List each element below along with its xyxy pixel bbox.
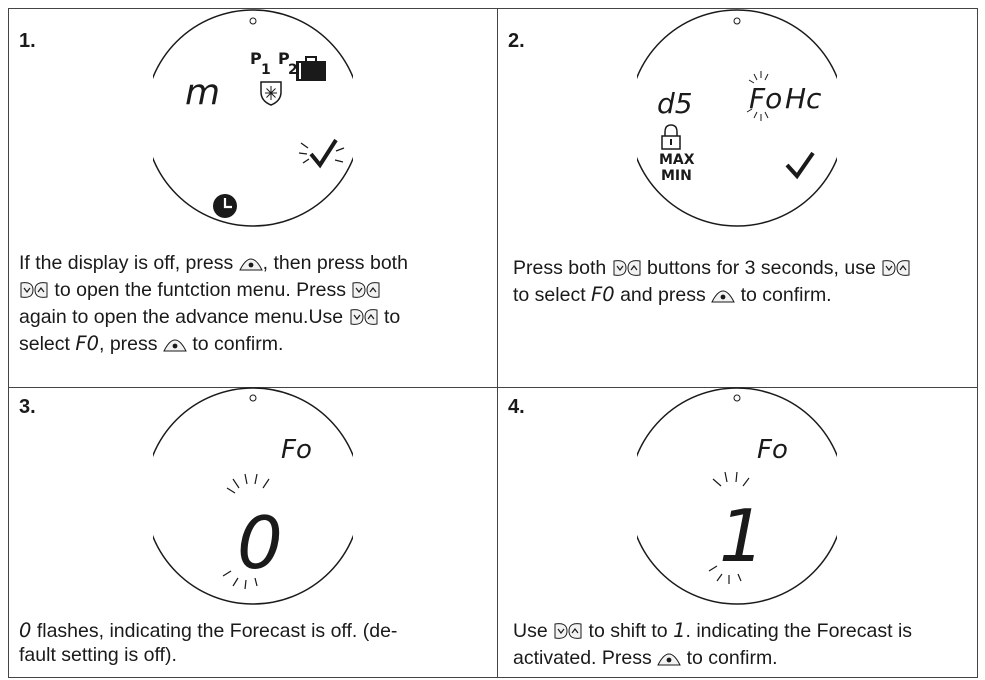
ok-button-icon	[163, 335, 187, 359]
thermostat-display: m P 1 P 2	[144, 8, 362, 235]
mode-segment-text: m	[185, 72, 220, 113]
forecast-code-text: Fo	[757, 435, 788, 465]
grid-divider-vertical	[497, 8, 498, 678]
grid-divider-horizontal	[8, 387, 978, 388]
f0-segment-glyph: F0	[75, 332, 99, 355]
program-p2: P	[278, 49, 290, 68]
down-up-buttons-icon	[553, 622, 583, 646]
program-p1-sub: 1	[261, 62, 271, 78]
instruction-grid	[8, 8, 978, 678]
flash-rays-icon	[746, 71, 769, 121]
step-4-cell: 4. Fo 1 Use to shift to 1. indicating th…	[497, 387, 978, 678]
down-up-buttons-icon	[612, 259, 642, 283]
program-p2-sub: 2	[288, 62, 298, 78]
zero-segment-glyph: 0	[19, 619, 32, 642]
step-number: 2.	[508, 30, 525, 52]
menu-fo-text: Fo	[749, 82, 782, 115]
thermostat-display: Fo 1	[628, 386, 846, 613]
down-up-buttons-icon	[349, 308, 379, 332]
thermostat-display: d5 Fo Hc MAX MIN	[628, 8, 846, 235]
text-line: again to open the advance menu.Use to	[19, 305, 489, 332]
text-line: to open the funtction menu. Press	[19, 278, 489, 305]
max-label: MAX	[659, 152, 695, 168]
step-3-text: 0 flashes, indicating the Forecast is of…	[19, 619, 489, 667]
down-up-buttons-icon	[19, 281, 49, 305]
step-3-cell: 3. Fo 0 0 flashes, indicating the Foreca…	[8, 387, 497, 678]
flashing-checkmark-icon	[298, 138, 345, 169]
f0-segment-glyph: F0	[591, 283, 615, 306]
program-p1: P	[250, 49, 262, 68]
step-1-text: If the display is off, press , then pres…	[19, 251, 489, 359]
frost-protection-icon	[260, 81, 282, 106]
thermostat-display: Fo 0	[144, 386, 362, 613]
forecast-value-digit: 1	[719, 494, 765, 578]
text-line: select F0, press to confirm.	[19, 332, 489, 359]
forecast-value-digit: 0	[237, 501, 283, 585]
ok-button-icon	[238, 254, 263, 278]
step-number: 1.	[19, 30, 36, 52]
clock-icon	[213, 194, 237, 218]
vacation-suitcase-icon	[296, 56, 326, 81]
step-number: 4.	[508, 396, 525, 418]
checkmark-icon	[785, 151, 815, 180]
forecast-code-text: Fo	[281, 435, 312, 465]
text-line: If the display is off, press , then pres…	[19, 251, 489, 278]
text-line: activated. Press to confirm.	[513, 646, 973, 673]
text-line: 0 flashes, indicating the Forecast is of…	[19, 619, 398, 642]
down-up-buttons-icon	[351, 281, 381, 305]
flash-rays-icon	[222, 473, 270, 590]
step-2-cell: 2. d5 Fo Hc MAX MIN Press both but	[497, 8, 978, 387]
step-4-text: Use to shift to 1. indicating the Foreca…	[513, 619, 973, 673]
one-segment-glyph: 1	[673, 619, 686, 642]
text-line: Use to shift to 1. indicating the Foreca…	[513, 619, 973, 646]
menu-hc-text: Hc	[785, 82, 822, 115]
lock-icon	[661, 124, 681, 150]
text-line: Press both buttons for 3 seconds, use	[513, 256, 973, 283]
step-2-text: Press both buttons for 3 seconds, use to…	[513, 256, 973, 310]
min-label: MIN	[661, 168, 692, 184]
menu-d5-text: d5	[657, 87, 693, 120]
ok-button-icon	[711, 286, 735, 310]
text-line: fault setting is off).	[19, 644, 177, 666]
step-1-cell: 1. m P 1 P 2	[8, 8, 497, 387]
flash-rays-icon	[708, 471, 750, 584]
step-number: 3.	[19, 396, 36, 418]
down-up-buttons-icon	[881, 259, 911, 283]
text-line: to select F0 and press to confirm.	[513, 283, 973, 310]
ok-button-icon	[657, 649, 681, 673]
